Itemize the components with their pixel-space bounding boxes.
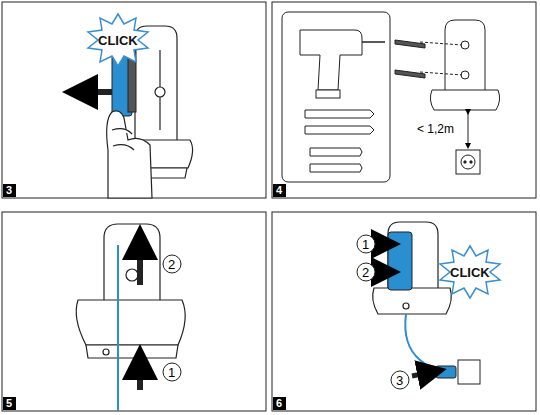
callout-number: 1	[168, 366, 175, 379]
up-arrow	[137, 362, 143, 390]
panel-number: 6	[276, 398, 282, 409]
push-arrow	[378, 242, 386, 247]
battery-6	[388, 232, 412, 290]
holder-5	[76, 224, 185, 358]
push-arrow	[412, 372, 432, 376]
panel-number: 5	[6, 398, 12, 409]
motion-arrow	[80, 89, 112, 95]
plug	[436, 366, 456, 378]
callout-circle	[391, 371, 409, 389]
callout-circle	[357, 263, 375, 281]
dimension-label: < 1,2m	[417, 123, 454, 135]
click-text: CLICK	[98, 34, 138, 47]
panel-number: 3	[6, 185, 12, 196]
hand-3	[107, 111, 152, 198]
callout-circle	[163, 363, 181, 381]
callout-number: 3	[396, 374, 403, 387]
up-arrow	[137, 242, 143, 285]
callout-circle	[357, 235, 375, 253]
holder-6	[373, 222, 452, 314]
callout-number: 2	[168, 258, 175, 271]
click-burst	[88, 14, 148, 66]
holder-4	[430, 20, 499, 110]
click-burst	[440, 246, 500, 298]
callout-number: 2	[362, 266, 369, 279]
click-text: CLICK	[450, 266, 490, 279]
wall-screws	[395, 40, 462, 78]
panel-number-squares	[3, 184, 286, 410]
dimension-arrow	[468, 112, 469, 146]
callout-circle	[163, 255, 181, 273]
callout-number: 1	[362, 238, 369, 251]
cable-6	[405, 314, 440, 372]
tool-box	[282, 12, 390, 182]
panel-number: 4	[276, 185, 282, 196]
wall-socket	[458, 360, 480, 384]
wall-socket	[456, 150, 480, 174]
panel-frames	[2, 2, 536, 411]
cable-5	[117, 245, 119, 411]
push-arrow	[378, 270, 386, 275]
